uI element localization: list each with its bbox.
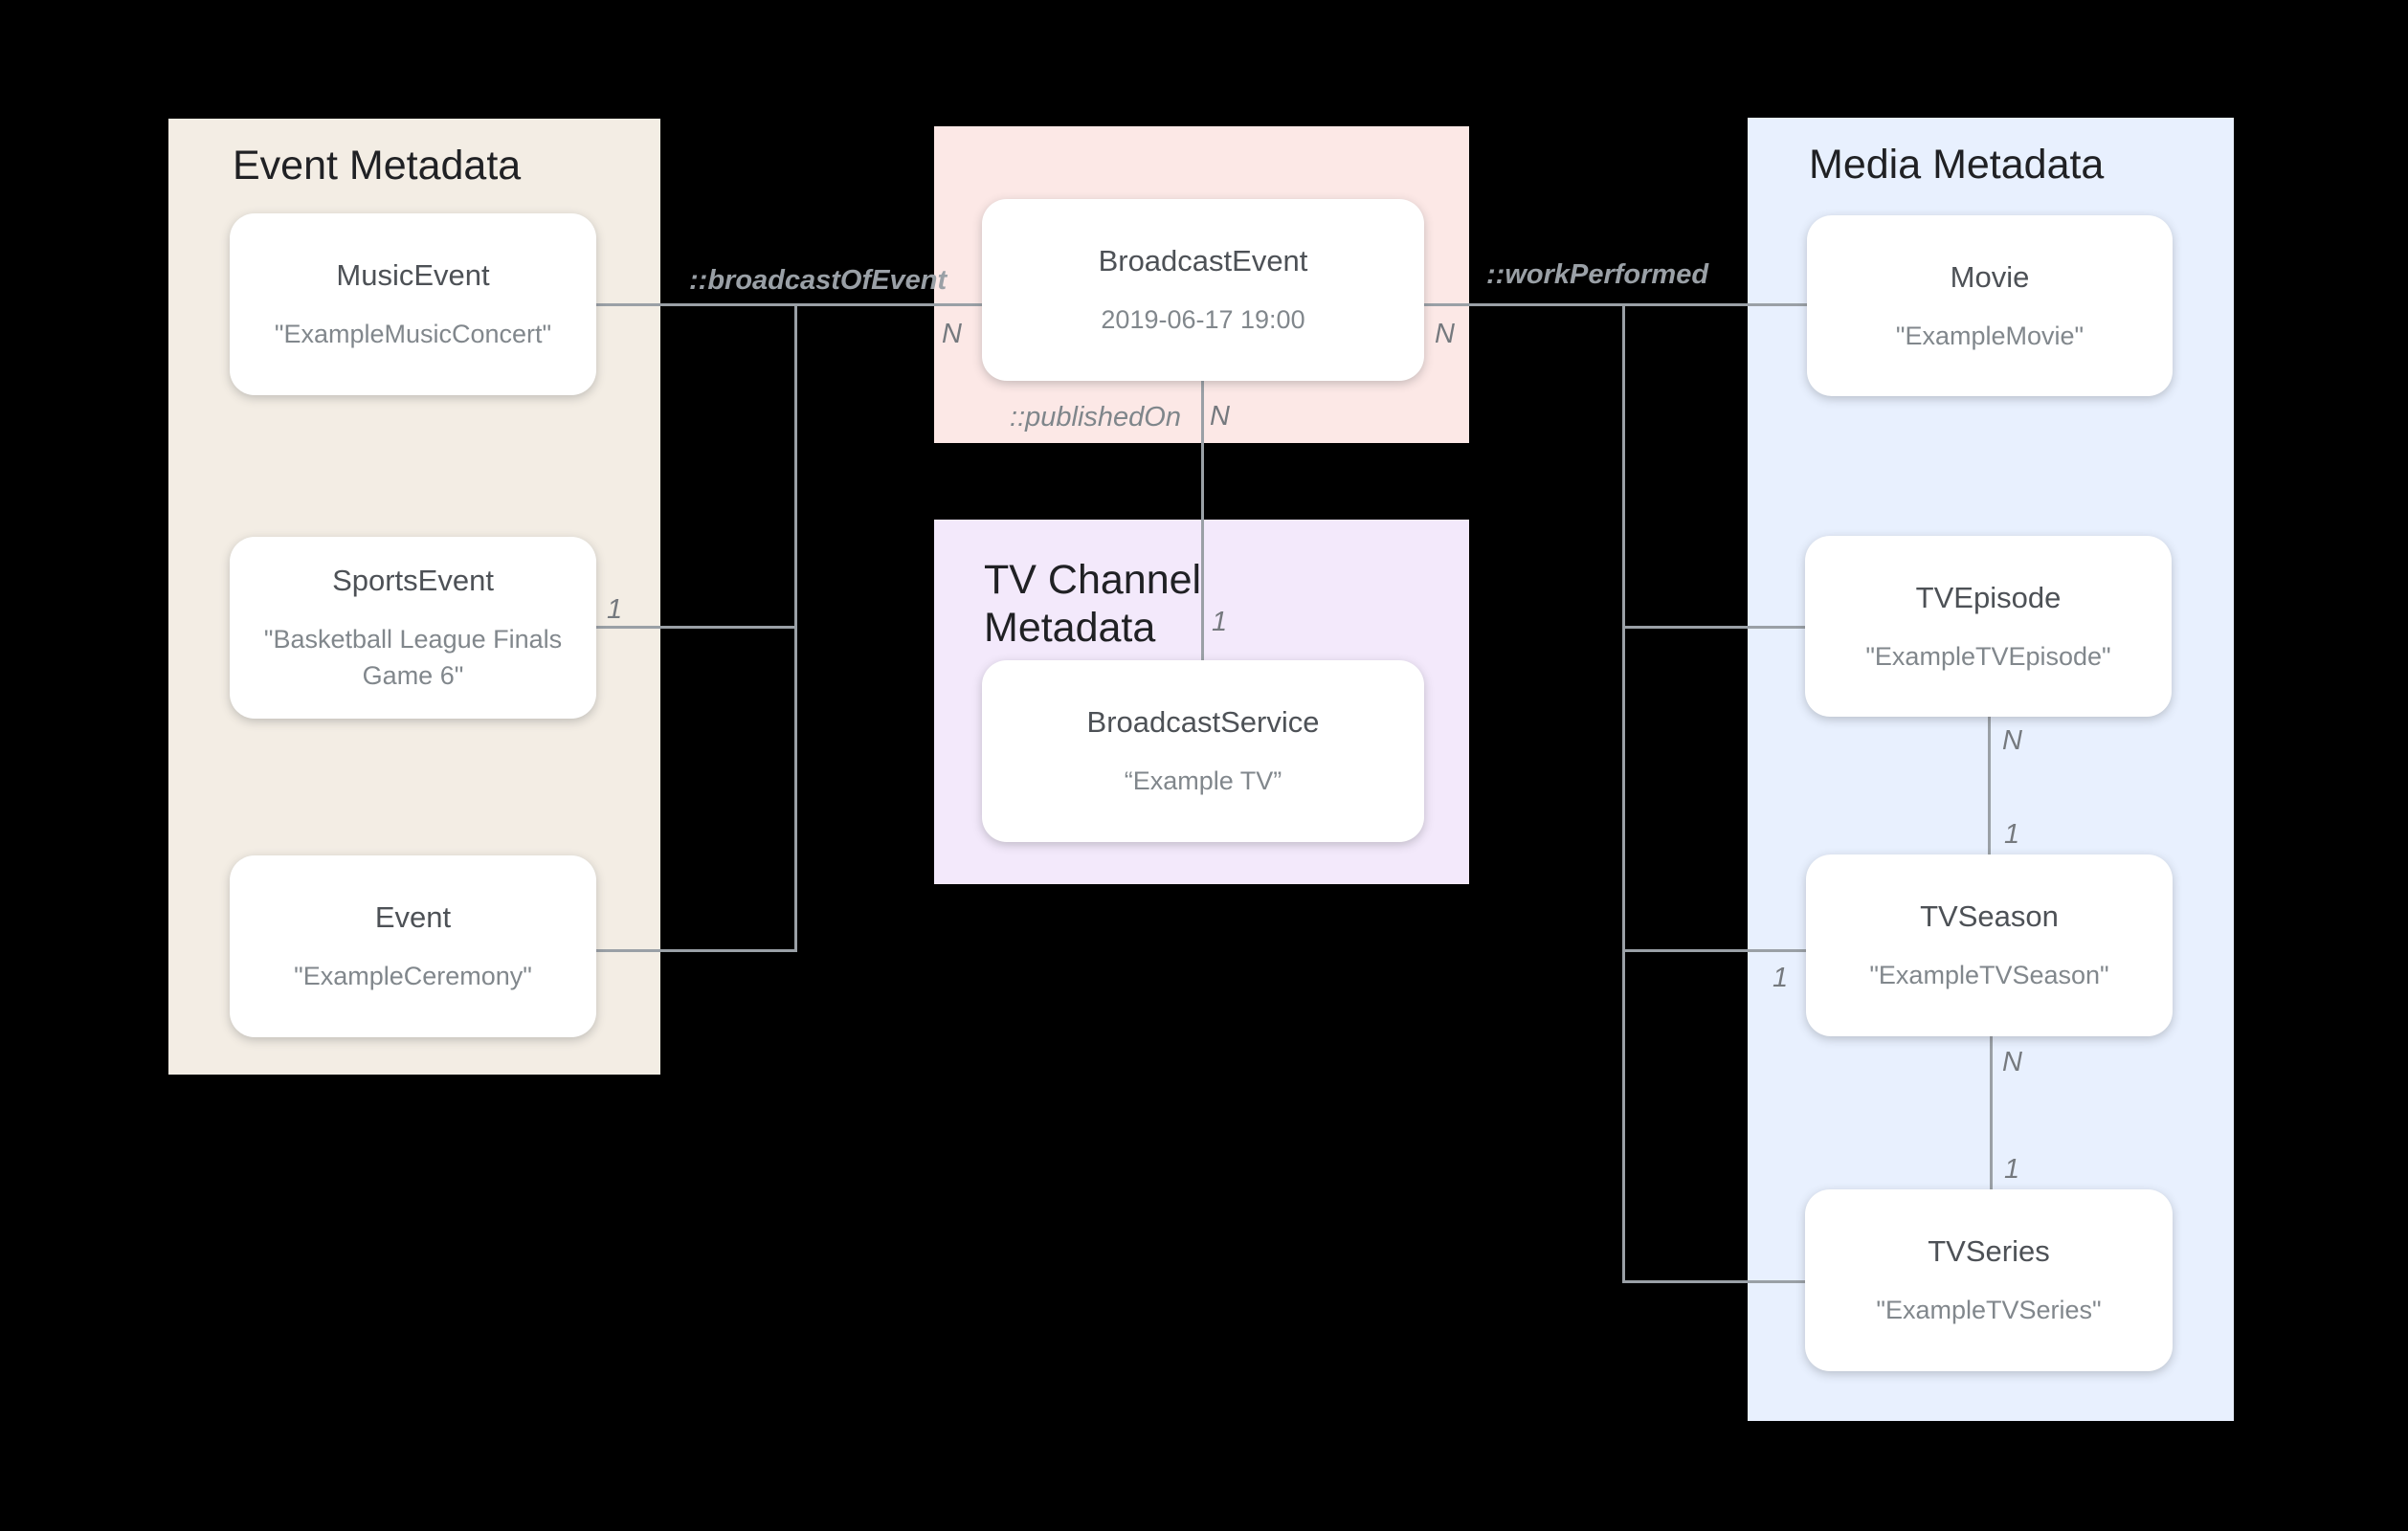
cardinality-tv-season-1: 1 bbox=[1773, 963, 1789, 993]
cardinality-season-series-1: 1 bbox=[2004, 1154, 2020, 1185]
node-title: MusicEvent bbox=[336, 258, 490, 292]
node-tv-series: TVSeries "ExampleTVSeries" bbox=[1805, 1189, 2173, 1371]
cardinality-sports-event-1: 1 bbox=[607, 594, 623, 625]
node-title: SportsEvent bbox=[332, 564, 494, 597]
cardinality-published-on-1: 1 bbox=[1212, 607, 1228, 637]
node-value: "ExampleMovie" bbox=[1895, 321, 2085, 350]
connector-sportsevent-stub bbox=[596, 626, 796, 629]
node-value: "ExampleTVSeason" bbox=[1869, 961, 2109, 989]
node-tv-season: TVSeason "ExampleTVSeason" bbox=[1806, 854, 2173, 1036]
connector-tvepisode-tvseason bbox=[1988, 717, 1991, 854]
panel-title-media-metadata: Media Metadata bbox=[1809, 142, 2105, 188]
node-value: "ExampleTVSeries" bbox=[1876, 1296, 2102, 1324]
cardinality-published-on-n: N bbox=[1210, 401, 1230, 432]
node-broadcast-event: BroadcastEvent 2019-06-17 19:00 bbox=[982, 199, 1424, 381]
connector-right-junction-vertical bbox=[1622, 303, 1625, 1283]
node-value: “Example TV” bbox=[1124, 766, 1282, 795]
connector-tvepisode-stub bbox=[1622, 626, 1807, 629]
cardinality-season-series-n: N bbox=[2002, 1047, 2022, 1077]
node-title: Event bbox=[374, 900, 452, 934]
connector-broadcastevent-broadcastservice bbox=[1201, 380, 1204, 660]
node-broadcast-service: BroadcastService “Example TV” bbox=[982, 660, 1424, 842]
relation-label-work-performed: ::workPerformed bbox=[1486, 259, 1709, 290]
node-tv-episode: TVEpisode "ExampleTVEpisode" bbox=[1805, 536, 2172, 717]
connector-tvseason-stub bbox=[1622, 949, 1808, 952]
node-title: TVSeries bbox=[1928, 1234, 2050, 1268]
node-title: BroadcastService bbox=[1086, 705, 1320, 739]
node-value: "ExampleTVEpisode" bbox=[1865, 641, 2111, 671]
node-movie: Movie "ExampleMovie" bbox=[1807, 215, 2173, 396]
node-value: "Basketball League Finals Game 6" bbox=[263, 625, 563, 690]
connector-tvseason-tvseries bbox=[1990, 1036, 1993, 1189]
relation-label-published-on: ::publishedOn bbox=[1010, 402, 1181, 433]
node-value: "ExampleCeremony" bbox=[294, 962, 532, 990]
connector-tvseries-stub bbox=[1622, 1280, 1807, 1283]
node-title: Movie bbox=[1950, 259, 2030, 294]
node-sports-event: SportsEvent "Basketball League Finals Ga… bbox=[230, 537, 596, 719]
cardinality-episode-season-n: N bbox=[2002, 725, 2022, 756]
node-event: Event "ExampleCeremony" bbox=[230, 855, 596, 1037]
node-value: 2019-06-17 19:00 bbox=[1101, 305, 1305, 334]
cardinality-broadcast-of-event-n: N bbox=[942, 319, 962, 349]
node-music-event: MusicEvent "ExampleMusicConcert" bbox=[230, 213, 596, 395]
connector-broadcastevent-movie bbox=[1424, 303, 1807, 306]
connector-musicevent-broadcastevent bbox=[596, 303, 982, 306]
panel-title-tv-channel-metadata: TV Channel Metadata bbox=[984, 557, 1202, 651]
node-value: "ExampleMusicConcert" bbox=[274, 320, 552, 348]
node-title: TVSeason bbox=[1920, 899, 2059, 933]
cardinality-episode-season-1: 1 bbox=[2004, 819, 2020, 850]
node-title: BroadcastEvent bbox=[1098, 244, 1308, 277]
panel-title-event-metadata: Event Metadata bbox=[233, 143, 522, 189]
connector-event-stub bbox=[596, 949, 796, 952]
cardinality-work-performed-n: N bbox=[1435, 319, 1455, 349]
node-title: TVEpisode bbox=[1915, 580, 2062, 614]
relation-label-broadcast-of-event: ::broadcastOfEvent bbox=[689, 265, 948, 296]
